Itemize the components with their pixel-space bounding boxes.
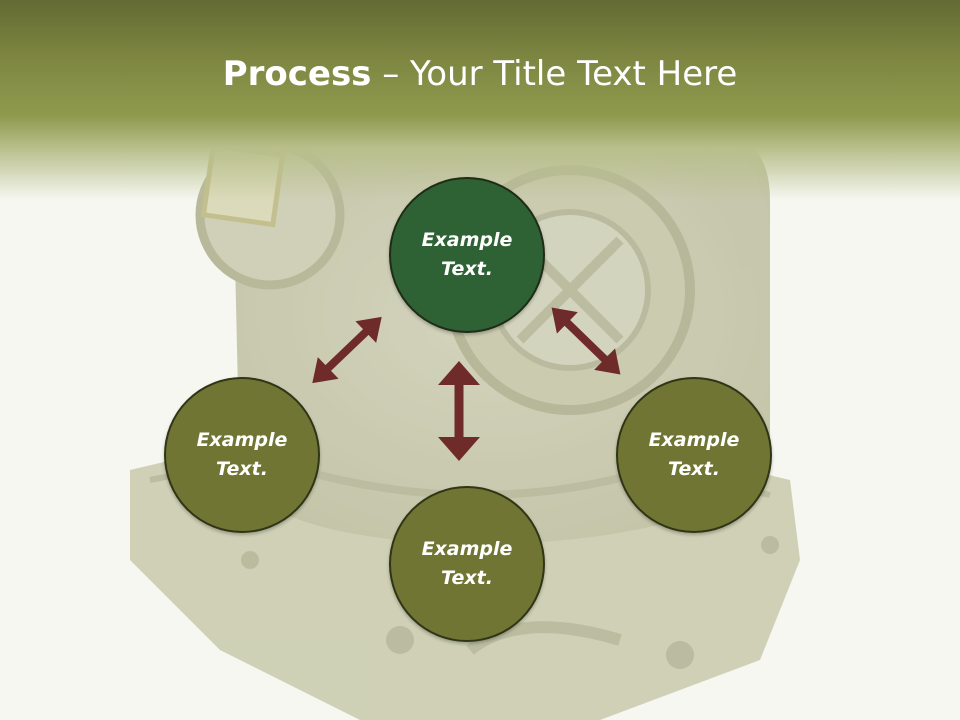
node-left-line1: Example	[196, 429, 288, 451]
node-right-line1: Example	[648, 429, 740, 451]
node-left-line2: Text.	[216, 458, 268, 480]
node-right-line2: Text.	[668, 458, 720, 480]
node-bottom-line2: Text.	[441, 567, 493, 589]
node-top-line1: Example	[421, 229, 513, 251]
header-band	[0, 0, 960, 200]
node-bottom-line1: Example	[421, 538, 513, 560]
node-top-line2: Text.	[441, 258, 493, 280]
slide-title: Process – Your Title Text Here	[0, 50, 960, 98]
title-bold: Process	[222, 54, 372, 94]
title-rest: – Your Title Text Here	[371, 54, 738, 94]
